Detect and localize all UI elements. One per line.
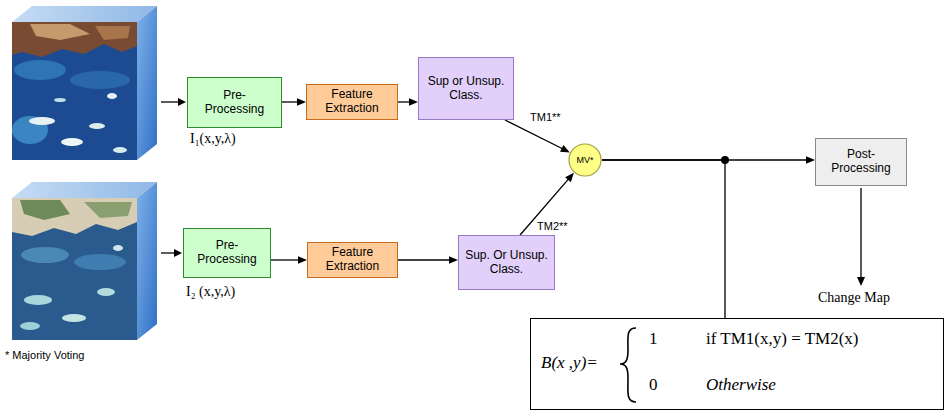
- connector-line: [505, 120, 564, 149]
- box-text: Sup. Or Unsup. Class.: [465, 249, 548, 277]
- box-text: Feature Extraction: [314, 246, 391, 274]
- signal-name: I₂ (x,y,λ): [186, 284, 235, 300]
- image-cube: [12, 182, 157, 340]
- process-box: Feature Extraction: [306, 84, 398, 120]
- arrow-head: [806, 156, 815, 164]
- arrow-head: [298, 256, 307, 264]
- box-text: MV*: [576, 155, 593, 165]
- box-text: Post- Processing: [822, 148, 900, 176]
- connector-line: [398, 259, 451, 260]
- connector: [505, 120, 570, 152]
- output-arrow: [857, 188, 865, 286]
- equation-text: if TM1(x,y) = TM2(x): [706, 329, 859, 349]
- arrow-head: [297, 98, 306, 106]
- connector: [398, 98, 418, 106]
- connector-line: [520, 178, 569, 235]
- connector: [398, 256, 458, 264]
- box-text: Pre- Processing: [194, 89, 275, 117]
- arrow-head: [560, 145, 570, 152]
- connector: [271, 256, 307, 264]
- footnote: * Majority Voting: [5, 349, 84, 361]
- equation-text: 0: [649, 375, 658, 395]
- box-text: Pre- Processing: [190, 239, 264, 267]
- process-box: Pre- Processing: [187, 77, 282, 128]
- image-cube: [12, 6, 157, 160]
- connector-line: [282, 101, 299, 102]
- output-label: Change Map: [818, 290, 890, 306]
- process-box: Post- Processing: [815, 138, 907, 186]
- process-box: Feature Extraction: [307, 242, 398, 278]
- connector-line: [271, 259, 300, 260]
- process-box: Sup. Or Unsup. Class.: [458, 235, 555, 290]
- equation-brace: [620, 328, 636, 402]
- equation-text: Otherwise: [706, 375, 776, 395]
- edge-label: TM2**: [537, 220, 568, 232]
- equation-text: 1: [649, 329, 658, 349]
- process-box: Sup or Unsup. Class.: [418, 57, 514, 120]
- process-box: Pre- Processing: [183, 228, 271, 278]
- box-text: Sup or Unsup. Class.: [425, 75, 507, 103]
- equation-box: B(x ,y)= 1 if TM1(x,y) = TM2(x) 0 Otherwise: [530, 318, 944, 410]
- box-text: Feature Extraction: [313, 88, 391, 116]
- arrow-head: [449, 256, 458, 264]
- connector: [282, 98, 306, 106]
- voting-circle: MV*: [568, 143, 602, 177]
- edge-label: TM1**: [530, 111, 561, 123]
- arrow-head: [565, 173, 574, 182]
- signal-name: I₁(x,y,λ): [190, 131, 236, 147]
- connector: [520, 173, 574, 235]
- connector-line: [602, 160, 725, 318]
- equation-text: B(x ,y)=: [541, 353, 598, 373]
- connector: [602, 160, 725, 318]
- arrow-head: [409, 98, 418, 106]
